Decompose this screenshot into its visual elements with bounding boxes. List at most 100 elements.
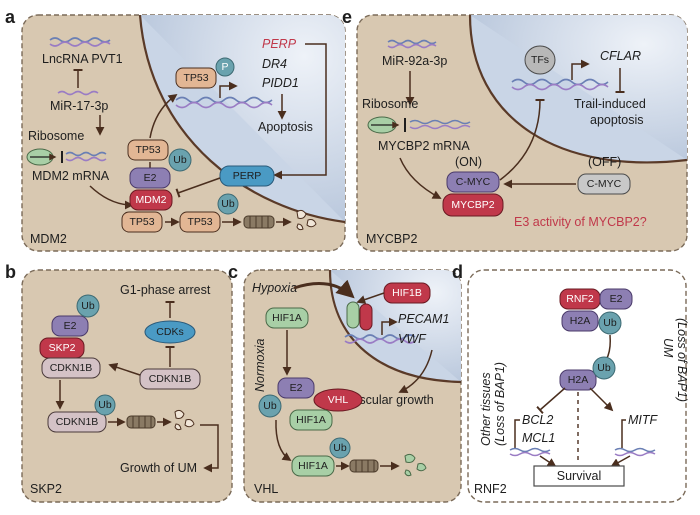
mcl1-gene-label: MCL1 [522,431,555,445]
svg-text:Ub: Ub [173,154,187,166]
svg-text:Ub: Ub [81,300,95,312]
svg-text:TP53: TP53 [183,72,208,84]
skp2-complex: E2 Ub SKP2 CDKN1B [39,294,101,379]
survival-label: Survival [557,469,601,483]
mdm2-mrna-label: MDM2 mRNA [32,169,110,183]
h2a-ub-protein: H2A Ub [559,356,616,391]
svg-text:E2: E2 [144,172,157,184]
panel-c-letter: c [228,262,238,282]
tp53-protein: TP53 [127,139,169,161]
e2-mdm2-complex: E2 MDM2 Ub [129,148,192,211]
svg-text:CDKN1B: CDKN1B [50,362,93,374]
panel-b-proteasome-icon [126,415,156,429]
svg-text:TP53: TP53 [135,144,160,156]
svg-text:Ub: Ub [597,362,611,374]
normoxia-label: Normoxia [253,338,267,392]
other-tissues-line2: (Loss of BAP1) [493,362,507,446]
svg-text:MYCBP2: MYCBP2 [451,199,494,211]
hif1a-ub-protein: HIF1A Ub [291,437,351,477]
svg-text:CDKs: CDKs [156,326,183,338]
panel-a: a MDM2 LncRNA PVT1 MiR-17-3p Ribosome MD… [5,7,346,252]
off-label: (OFF) [588,155,621,169]
panel-b: b SKP2 G1-phase arrest CDKs E2 Ub SKP2 C… [5,262,233,503]
svg-text:HIF1A: HIF1A [296,414,326,426]
svg-text:E2: E2 [290,382,303,394]
hif1b-protein: HIF1B [383,282,431,304]
panel-c-title: VHL [254,482,278,496]
svg-text:HIF1B: HIF1B [392,287,422,299]
tp53-bottom-protein: TP53 [121,211,163,233]
svg-text:VHL: VHL [328,394,349,406]
mir-strand-icon [57,90,99,96]
hypoxia-label: Hypoxia [252,281,297,295]
svg-text:Ub: Ub [263,400,277,412]
svg-text:TP53: TP53 [187,216,212,228]
panel-e-title: MYCBP2 [366,232,417,246]
tp53-ub-protein: TP53 Ub [179,193,239,233]
panel-d-title: RNF2 [474,482,507,496]
svg-text:TP53: TP53 [129,216,154,228]
on-label: (ON) [455,155,482,169]
cdkn1b-ub-protein: CDKN1B Ub [47,394,116,433]
svg-text:RNF2: RNF2 [566,293,594,305]
vwf-gene-label: VWF [398,332,427,346]
svg-text:PERP: PERP [233,170,262,182]
svg-text:Ub: Ub [603,317,617,329]
svg-text:H2A: H2A [568,374,588,386]
svg-text:HIF1A: HIF1A [298,460,328,472]
svg-text:E2: E2 [610,293,623,305]
rnf2-complex: RNF2 E2 H2A Ub [559,288,633,335]
mir-17-label: MiR-17-3p [50,99,108,113]
other-tissues-line1: Other tissues [479,372,493,446]
apoptosis-label: Apoptosis [258,120,313,134]
proteasome-icon [243,215,275,229]
panel-e: e MYCBP2 MiR-92a-3p Ribosome MYCBP2 mRNA… [342,7,688,252]
cflar-gene-label: CFLAR [600,49,641,63]
mir-92a-label: MiR-92a-3p [382,54,447,68]
svg-text:CDKN1B: CDKN1B [56,416,99,428]
lncrna-pvt1-label: LncRNA PVT1 [42,52,123,66]
panel-a-dna-icon [175,96,273,104]
pecam1-gene-label: PECAM1 [398,312,449,326]
mycbp2-mrna-label: MYCBP2 mRNA [378,139,470,153]
bcl2-gene-label: BCL2 [522,413,553,427]
perp-gene-label: PERP [262,37,297,51]
perp-protein: PERP [219,165,275,187]
cdkn1b-protein: CDKN1B [139,368,201,390]
svg-text:HIF1A: HIF1A [272,312,302,324]
ribosome-label: Ribosome [28,129,84,143]
dr4-gene-label: DR4 [262,57,287,71]
panel-c-proteasome-icon [349,459,379,473]
mitf-gene-label: MITF [628,413,659,427]
panel-e-ribosome-label: Ribosome [362,97,418,111]
e2-vhl-hif1a-complex: E2 VHL Ub HIF1A [258,377,363,431]
trail-label-line2: apoptosis [590,113,644,127]
panel-a-letter: a [5,7,16,27]
survival-box [533,465,625,487]
panel-c: c VHL Hypoxia HIF1B PECAM1 VWF Vascular … [228,262,462,503]
svg-text:C-MYC: C-MYC [587,178,622,190]
panel-d-dna-left-icon [509,447,551,453]
panel-d-dna-right-icon [614,447,656,453]
e3-activity-question: E3 activity of MYCBP2? [514,215,647,229]
panel-a-title: MDM2 [30,232,67,246]
panel-c-fragments-icon [404,453,427,477]
vascular-growth-label: Vascular growth [345,393,434,407]
svg-text:E2: E2 [64,320,77,332]
panel-b-title: SKP2 [30,482,62,496]
um-line2: (Loss of BAP1) [675,318,689,402]
svg-text:SKP2: SKP2 [49,342,76,354]
pidd1-gene-label: PIDD1 [262,76,299,90]
um-line1: UM [661,338,675,358]
svg-text:H2A: H2A [570,315,590,327]
panel-b-letter: b [5,262,16,282]
cmyc-mycbp2-complex: C-MYC MYCBP2 [442,171,504,217]
tfs-protein: TFs [524,45,556,75]
svg-text:C-MYC: C-MYC [456,176,491,188]
g1-arrest-label: G1-phase arrest [120,283,211,297]
hif1a-top-protein: HIF1A [265,307,309,329]
svg-text:P: P [221,61,228,73]
cmyc-off-protein: C-MYC [577,173,631,195]
trail-label-line1: Trail-induced [574,97,646,111]
